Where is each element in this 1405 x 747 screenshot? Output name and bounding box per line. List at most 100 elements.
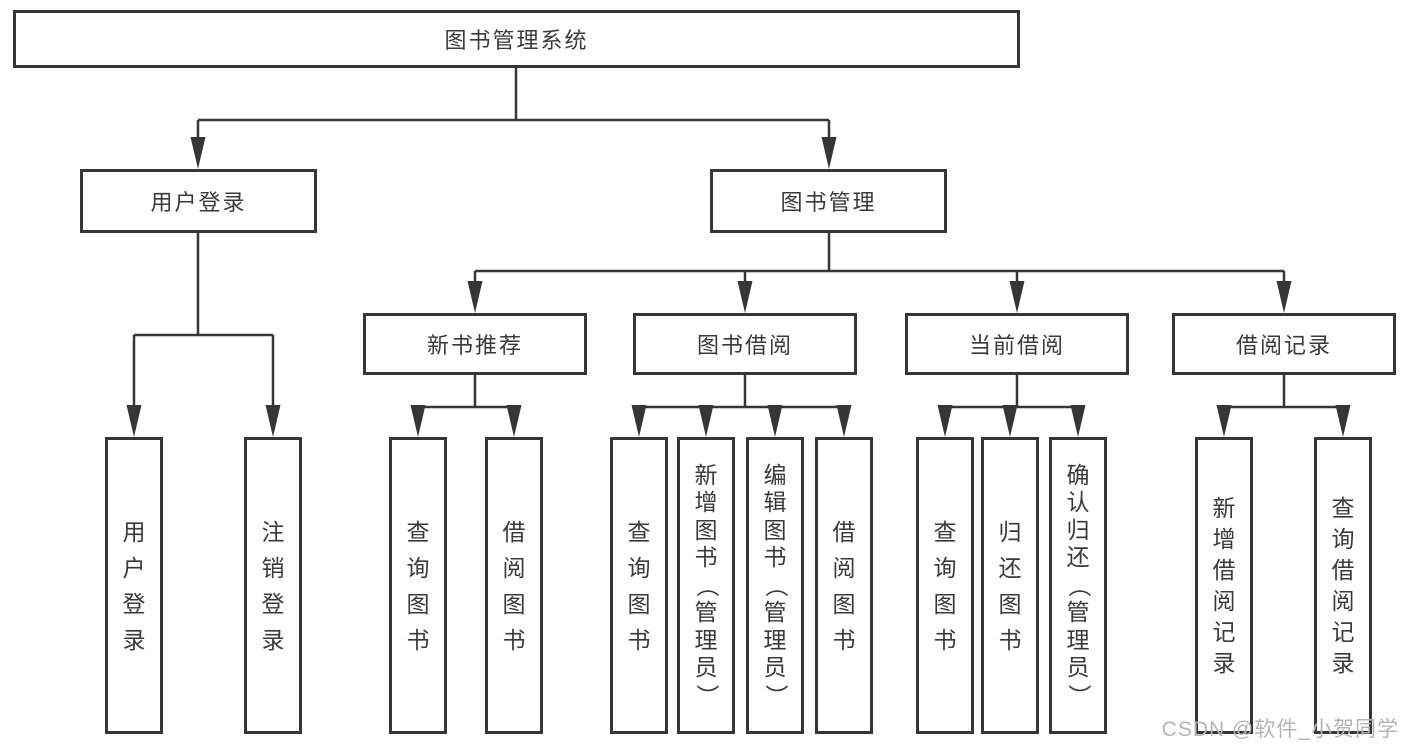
vertical-label-char: 归 xyxy=(998,518,1022,545)
vertical-label-char: 理 xyxy=(1066,626,1090,653)
vertical-label-char: ） xyxy=(762,684,789,707)
leaf-edit-book-admin: 编辑图书（管理员） xyxy=(746,437,804,734)
vertical-label-char: （ xyxy=(762,574,789,597)
node-user-login: 用户登录 xyxy=(80,169,317,233)
node-borrow-records: 借阅记录 xyxy=(1172,313,1396,375)
vertical-label-char: 管 xyxy=(763,599,787,626)
vertical-label-char: 询 xyxy=(1331,525,1355,552)
vertical-label-char: 书 xyxy=(933,626,957,653)
node-book-borrowing: 图书借阅 xyxy=(633,313,857,375)
vertical-label-char: 书 xyxy=(763,544,787,571)
vertical-label-char: 录 xyxy=(1212,649,1236,676)
vertical-label-char: 员 xyxy=(763,654,787,681)
vertical-label-char: ） xyxy=(1065,684,1092,707)
vertical-label-char: 借 xyxy=(832,518,856,545)
vertical-label-char: 新 xyxy=(1212,494,1236,521)
vertical-label-char: 借 xyxy=(1212,556,1236,583)
leaf-add-book-admin: 新增图书（管理员） xyxy=(677,437,735,734)
leaf-add-borrow-record: 新增借阅记录 xyxy=(1195,437,1253,734)
node-label: 当前借阅 xyxy=(968,333,1065,358)
vertical-label-char: 理 xyxy=(694,626,718,653)
vertical-label-char: 登 xyxy=(122,590,146,617)
vertical-label-char: ） xyxy=(693,684,720,707)
node-new-book-recommend: 新书推荐 xyxy=(363,313,587,375)
vertical-label-char: 书 xyxy=(998,626,1022,653)
vertical-label-char: 确 xyxy=(1066,461,1090,488)
node-book-management: 图书管理 xyxy=(710,169,947,233)
node-label: 图书管理 xyxy=(780,190,877,215)
vertical-label-char: 查 xyxy=(1331,494,1355,521)
vertical-label-char: 图 xyxy=(832,590,856,617)
node-current-borrowing: 当前借阅 xyxy=(905,313,1129,375)
vertical-label-char: 用 xyxy=(122,518,146,545)
leaf-logout: 注销登录 xyxy=(244,437,302,734)
vertical-label-char: 员 xyxy=(694,654,718,681)
vertical-label-char: 还 xyxy=(1066,544,1090,571)
vertical-label-char: 录 xyxy=(1331,649,1355,676)
vertical-label-char: 书 xyxy=(406,626,430,653)
vertical-label-char: 增 xyxy=(694,489,718,516)
vertical-label-char: 询 xyxy=(627,554,651,581)
arrowheads xyxy=(126,137,1351,437)
vertical-label-char: 书 xyxy=(832,626,856,653)
node-label: 借阅记录 xyxy=(1235,333,1332,358)
vertical-label-char: 理 xyxy=(763,626,787,653)
vertical-label-char: （ xyxy=(693,574,720,597)
vertical-label-char: 图 xyxy=(998,590,1022,617)
vertical-label-char: 图 xyxy=(406,590,430,617)
leaf-query-books-current: 查询图书 xyxy=(916,437,974,734)
node-label: 图书管理系统 xyxy=(444,28,589,53)
vertical-label-char: 书 xyxy=(502,626,526,653)
vertical-label-char: 管 xyxy=(694,599,718,626)
vertical-label-char: 阅 xyxy=(1331,587,1355,614)
leaf-query-books-borrowing: 查询图书 xyxy=(610,437,668,734)
vertical-label-char: 查 xyxy=(406,518,430,545)
vertical-label-char: 户 xyxy=(122,554,146,581)
leaf-user-login: 用户登录 xyxy=(105,437,163,734)
vertical-label-char: 图 xyxy=(933,590,957,617)
watermark: CSDN @软件_小贺同学 xyxy=(1161,718,1399,741)
vertical-label-char: 查 xyxy=(933,518,957,545)
vertical-label-char: 还 xyxy=(998,554,1022,581)
vertical-label-char: 阅 xyxy=(1212,587,1236,614)
vertical-label-char: 销 xyxy=(261,554,285,581)
node-library-management-system: 图书管理系统 xyxy=(13,10,1020,68)
vertical-label-char: 认 xyxy=(1066,489,1090,516)
vertical-label-char: 录 xyxy=(122,626,146,653)
leaf-confirm-return-admin: 确认归还 （管理员 ） xyxy=(1049,437,1107,734)
vertical-label-char: 录 xyxy=(261,626,285,653)
vertical-label-char: 询 xyxy=(933,554,957,581)
vertical-label-char: 图 xyxy=(627,590,651,617)
vertical-label-char: 管 xyxy=(1066,599,1090,626)
vertical-label-char: 记 xyxy=(1331,618,1355,645)
node-label: 新书推荐 xyxy=(426,333,523,358)
vertical-label-char: 书 xyxy=(627,626,651,653)
vertical-label-char: 借 xyxy=(1331,556,1355,583)
vertical-label-char: 归 xyxy=(1066,516,1090,543)
vertical-label-char: 注 xyxy=(261,518,285,545)
vertical-label-char: 查 xyxy=(627,518,651,545)
vertical-label-char: 阅 xyxy=(502,554,526,581)
leaf-query-borrow-record: 查询借阅记录 xyxy=(1314,437,1372,734)
vertical-label-char: （ xyxy=(1065,574,1092,597)
leaf-borrow-books-recommend: 借阅图书 xyxy=(485,437,543,734)
vertical-label-char: 图 xyxy=(502,590,526,617)
vertical-label-char: 员 xyxy=(1066,654,1090,681)
vertical-label-char: 记 xyxy=(1212,618,1236,645)
node-label: 图书借阅 xyxy=(696,333,793,358)
vertical-label-char: 增 xyxy=(1212,525,1236,552)
vertical-label-char: 阅 xyxy=(832,554,856,581)
vertical-label-char: 询 xyxy=(406,554,430,581)
vertical-label-char: 借 xyxy=(502,518,526,545)
vertical-label-char: 图 xyxy=(694,516,718,543)
vertical-label-char: 登 xyxy=(261,590,285,617)
vertical-label-char: 新 xyxy=(694,461,718,488)
leaf-borrow-books: 借阅图书 xyxy=(815,437,873,734)
vertical-label-char: 编 xyxy=(763,461,787,488)
vertical-label-char: 辑 xyxy=(763,489,787,516)
node-label: 用户登录 xyxy=(150,190,247,215)
leaf-query-books-recommend: 查询图书 xyxy=(389,437,447,734)
leaf-return-books: 归还图书 xyxy=(981,437,1039,734)
